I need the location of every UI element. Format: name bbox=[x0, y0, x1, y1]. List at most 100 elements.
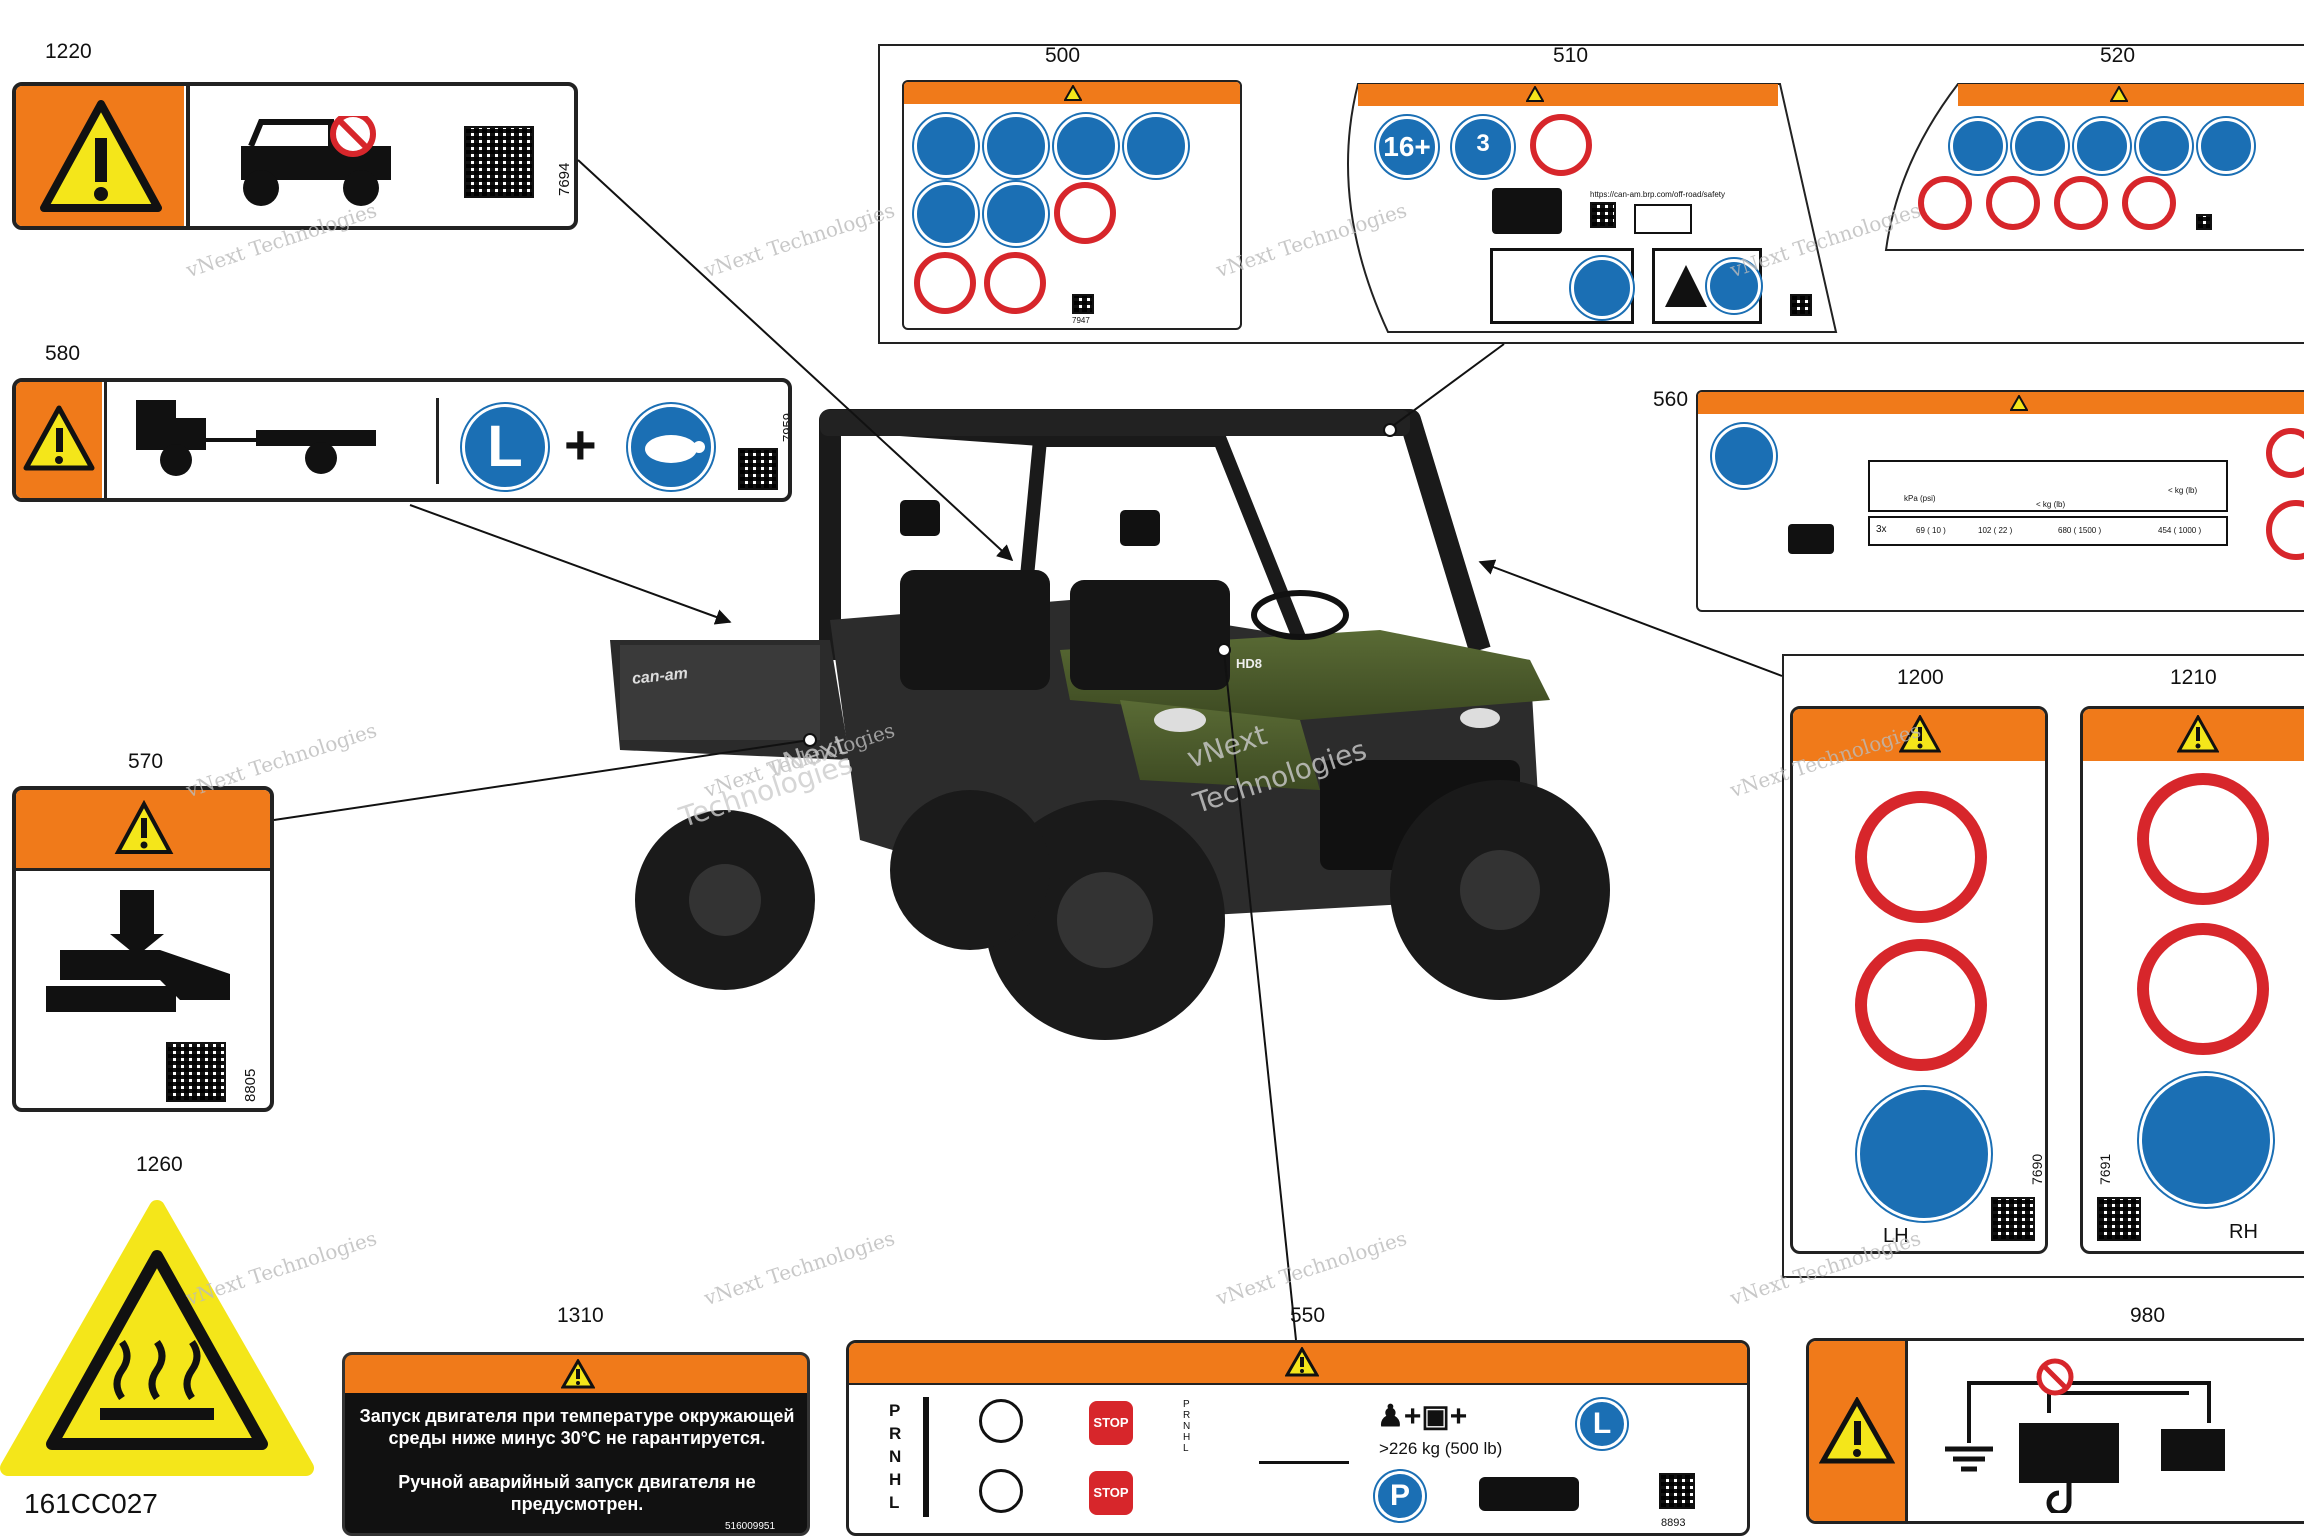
stop-icon: STOP bbox=[1089, 1401, 1133, 1445]
no-arm-out-icon bbox=[2137, 773, 2269, 905]
side-label: LH bbox=[1883, 1225, 1909, 1247]
net-icon bbox=[1124, 114, 1188, 178]
warning-triangle-icon bbox=[1819, 1397, 1895, 1464]
part-number-500: 500 bbox=[1045, 44, 1081, 67]
plus-icon: + bbox=[564, 413, 597, 476]
no-passenger-icon bbox=[984, 252, 1046, 314]
net-icon bbox=[2136, 118, 2192, 174]
axle-icon bbox=[1259, 1461, 1349, 1520]
label-1210[interactable]: RH 7691 bbox=[2080, 706, 2304, 1254]
qr-code-icon bbox=[1659, 1473, 1695, 1509]
warning-triangle-icon bbox=[1526, 86, 1544, 102]
age-limit-icon: 16+ bbox=[1376, 116, 1438, 178]
gear-h: H bbox=[889, 1470, 902, 1489]
label-1200[interactable]: LH 7690 bbox=[1790, 706, 2048, 1254]
part-number-560: 560 bbox=[1653, 388, 1689, 411]
watermark: vNext Technologies bbox=[701, 197, 898, 283]
part-number-980: 980 bbox=[2130, 1304, 2166, 1327]
no-passenger-icon bbox=[1918, 176, 1972, 230]
table-cell: 69 ( 10 ) bbox=[1916, 526, 1946, 535]
turtle-slow-icon bbox=[1571, 257, 1633, 319]
part-number-520: 520 bbox=[2100, 44, 2136, 67]
table-cell: 454 ( 1000 ) bbox=[2158, 526, 2202, 535]
part-number-1220: 1220 bbox=[45, 40, 92, 63]
watermark: vNext Technologies bbox=[701, 1225, 898, 1311]
table-cell: 3x bbox=[1876, 524, 1887, 535]
no-grab-rollbar-icon bbox=[1855, 939, 1987, 1071]
gear-n: N bbox=[889, 1447, 902, 1466]
vehicle-illustration bbox=[610, 409, 1610, 1040]
qr-code-icon bbox=[2196, 214, 2212, 230]
gear-p: P bbox=[889, 1401, 901, 1420]
part-number-550: 550 bbox=[1290, 1304, 1326, 1327]
read-manual-icon bbox=[1707, 259, 1761, 313]
label-500[interactable]: 7947 bbox=[902, 80, 1242, 330]
label-1260-hot-surface[interactable] bbox=[0, 1198, 314, 1480]
qr-code-number: 7947 bbox=[1072, 316, 1090, 325]
vehicle-icon bbox=[1479, 1477, 1579, 1511]
no-rollover-icon bbox=[2054, 176, 2108, 230]
side-net-icon bbox=[1857, 1087, 1991, 1221]
part-number-510: 510 bbox=[1553, 44, 1589, 67]
qr-code-icon bbox=[2097, 1197, 2141, 1241]
no-alcohol-icon bbox=[914, 252, 976, 314]
brake-icon bbox=[979, 1469, 1023, 1513]
safety-url[interactable]: https://can-am.brp.com/off-road/safety bbox=[1590, 190, 1726, 199]
no-passenger-icon bbox=[2266, 500, 2304, 560]
tire-pressure-header: kPa (psi) bbox=[1904, 494, 1936, 503]
watermark: vNext Technologies bbox=[1213, 1225, 1410, 1311]
qr-code-icon bbox=[1072, 294, 1094, 314]
hands-inside-icon bbox=[2198, 118, 2254, 174]
warning-triangle-icon bbox=[1899, 715, 1941, 753]
no-grab-rollbar-icon bbox=[2137, 923, 2269, 1055]
rollover-icon bbox=[1492, 188, 1562, 234]
hand-pinch-icon bbox=[46, 890, 230, 1012]
person-cargo-trailer-icon: ♟+▣+ bbox=[1377, 1400, 1468, 1433]
stop-icon: STOP bbox=[1089, 1471, 1133, 1515]
wear-helmet-icon bbox=[1950, 118, 2006, 174]
table-cell: 102 ( 22 ) bbox=[1978, 526, 2013, 535]
part-number-580: 580 bbox=[45, 342, 81, 365]
label-980[interactable] bbox=[1806, 1338, 2304, 1524]
wear-helmet-icon bbox=[984, 114, 1048, 178]
read-manual-icon bbox=[914, 114, 978, 178]
label-1310[interactable]: Запуск двигателя при температуре окружаю… bbox=[342, 1352, 810, 1536]
label-1220[interactable]: 7694 bbox=[12, 82, 578, 230]
weight-limit: >226 kg (500 lb) bbox=[1379, 1439, 1503, 1458]
payload-header: < kg (lb) bbox=[2036, 500, 2066, 509]
qr-code-icon bbox=[1590, 202, 1616, 228]
watermark: vNext Technologies bbox=[183, 717, 380, 803]
warning-triangle-icon bbox=[2110, 86, 2128, 102]
slope-icon bbox=[1665, 265, 1707, 307]
low-range-icon: L bbox=[1577, 1399, 1627, 1449]
qr-code-number: 7691 bbox=[2097, 1153, 2113, 1185]
qr-code-number: 7694 bbox=[556, 162, 573, 196]
warning-triangle-icon bbox=[2010, 395, 2028, 411]
label-550[interactable]: P R N H L STOP STOP P R N H L ♟+▣+ >226 … bbox=[846, 1340, 1750, 1536]
side-net-icon bbox=[2139, 1073, 2273, 1207]
slope-panel bbox=[1652, 248, 1762, 324]
no-alcohol-icon bbox=[1530, 114, 1592, 176]
hearing-protection-icon bbox=[2012, 118, 2068, 174]
cold-start-warning: Запуск двигателя при температуре окружаю… bbox=[359, 1406, 795, 1448]
slow-on-turns-panel bbox=[1490, 248, 1634, 324]
towing-header: < kg (lb) bbox=[2168, 486, 2198, 495]
towing-trailer-icon bbox=[136, 400, 376, 476]
vehicle-icon bbox=[1788, 524, 1834, 554]
max-persons-icon: 3 bbox=[1452, 116, 1514, 178]
label-560[interactable]: kPa (psi) < kg (lb) < kg (lb) 3x 69 ( 10… bbox=[1696, 390, 2304, 612]
label-570[interactable]: 8805 bbox=[12, 786, 274, 1112]
model-badge: HD8 bbox=[1236, 656, 1263, 671]
no-drugs-icon bbox=[1986, 176, 2040, 230]
qr-code-icon bbox=[166, 1042, 226, 1102]
qr-code-number: 7690 bbox=[2029, 1153, 2045, 1185]
label-group-1200-1210 bbox=[1782, 654, 2304, 1278]
no-overload-icon bbox=[2266, 428, 2304, 478]
no-arm-out-icon bbox=[1855, 791, 1987, 923]
qr-code-number: 8805 bbox=[242, 1068, 259, 1102]
low-range-icon: L bbox=[462, 404, 548, 490]
manual-start-warning: Ручной аварийный запуск двигателя не пре… bbox=[398, 1472, 756, 1514]
park-icon: P bbox=[1375, 1471, 1425, 1521]
warning-triangle-icon bbox=[40, 100, 162, 212]
part-number-1210: 1210 bbox=[2170, 666, 2217, 689]
